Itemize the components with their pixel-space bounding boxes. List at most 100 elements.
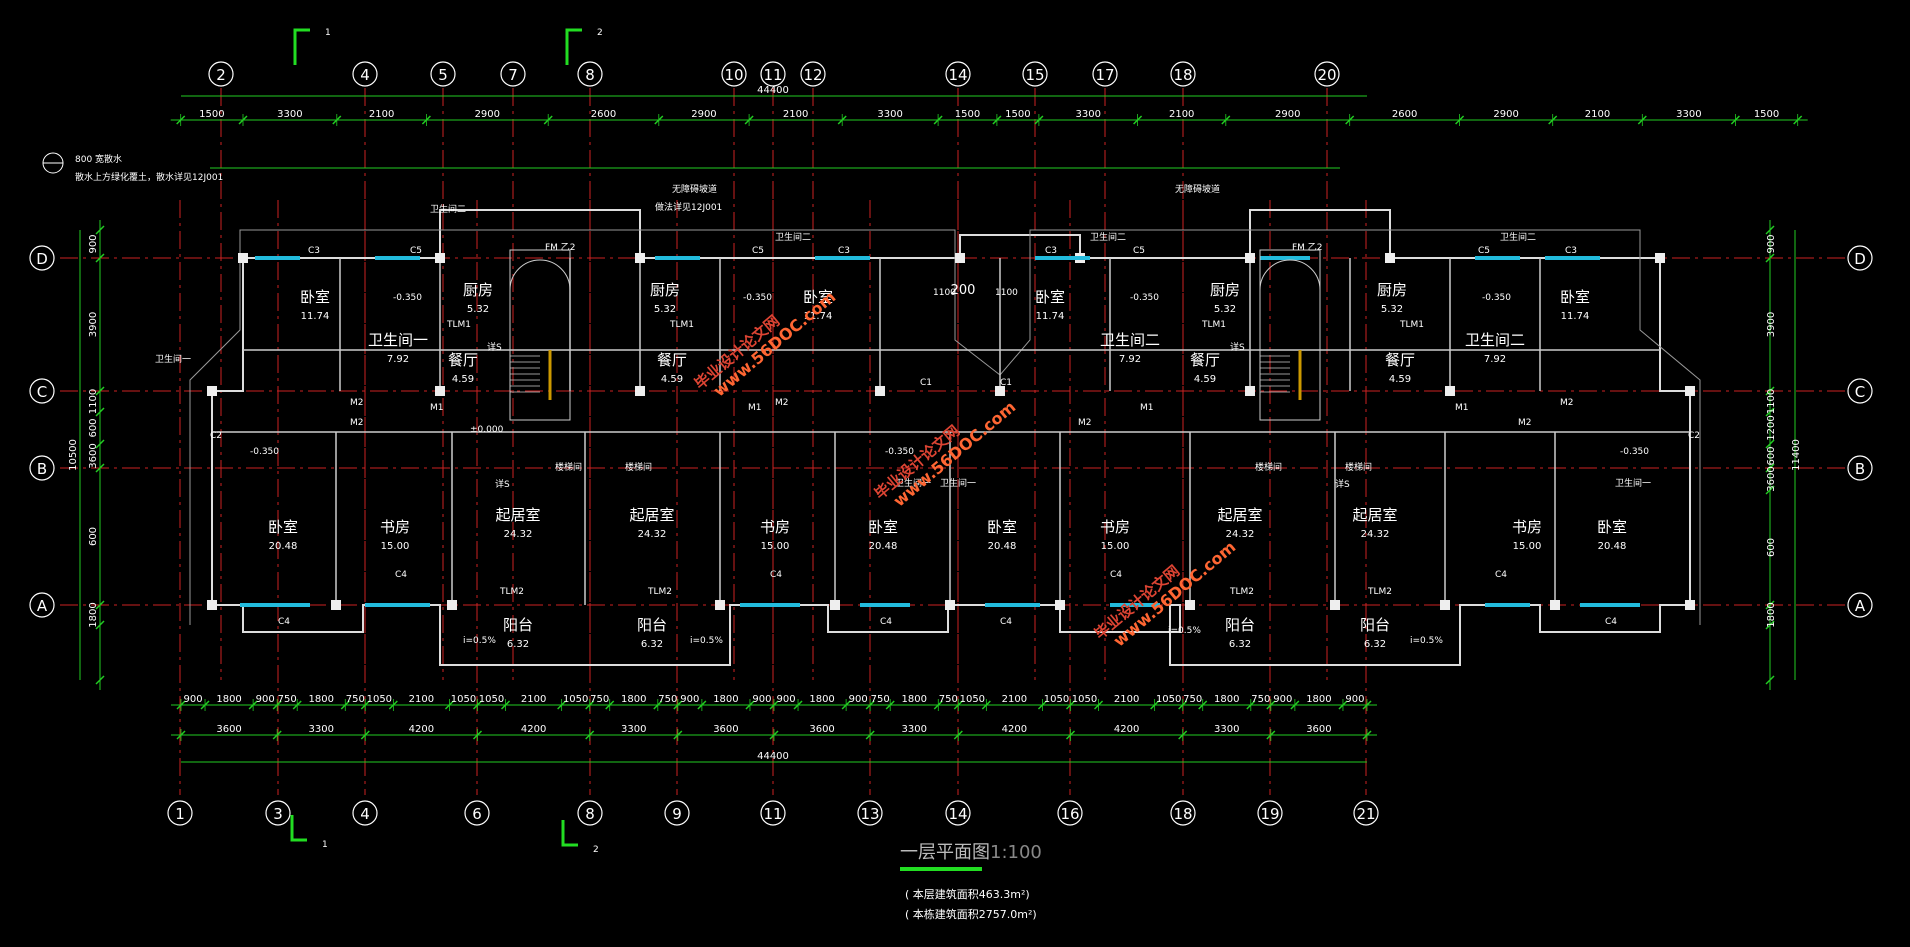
- window-label: C3: [1565, 246, 1577, 256]
- title-block: 一层平面图1:100 ( 本层建筑面积463.3m²) ( 本栋建筑面积2757…: [900, 838, 1160, 938]
- window-label: C4: [1605, 617, 1617, 627]
- bottom-dimension-text: 750: [590, 694, 609, 705]
- column: [1440, 600, 1450, 610]
- stair-label: 楼梯间: [625, 461, 652, 473]
- bottom-dimension-text: 900: [776, 694, 795, 705]
- room-name: 卧室: [803, 288, 833, 306]
- axis-bubble: [945, 800, 971, 826]
- axis-bubble: [577, 800, 603, 826]
- left-dimension-text: 900: [88, 234, 99, 253]
- column: [1055, 600, 1065, 610]
- column: [207, 386, 217, 396]
- column: [1245, 386, 1255, 396]
- column: [1385, 253, 1395, 263]
- section-mark: [565, 28, 582, 65]
- top-dimension-text: 2100: [1169, 109, 1194, 120]
- wc-label: 卫生间二: [1090, 231, 1126, 243]
- room-area: 11.74: [301, 311, 330, 322]
- bottom-dimension-text: 750: [658, 694, 677, 705]
- right-dimension-text: 3600: [1766, 466, 1777, 491]
- stair-arch: [509, 259, 571, 291]
- reference-label: 详S: [1230, 341, 1245, 353]
- axis-label-bottom: 19: [1260, 805, 1279, 823]
- wc-label: 卫生间二: [775, 231, 811, 243]
- room-area: 7.92: [387, 354, 409, 365]
- room-area: 7.92: [1484, 354, 1506, 365]
- door-label: TLM1: [1201, 320, 1226, 330]
- bottom-dimension-text: 1800: [902, 694, 927, 705]
- ramp-reference: 做法详见12J001: [655, 201, 722, 213]
- left-dimension-tick: [95, 675, 105, 685]
- section-mark: [293, 28, 310, 65]
- room-name: 卧室: [868, 518, 898, 536]
- bottom-dimension-text: 2100: [1114, 694, 1139, 705]
- section-mark-label: 1: [322, 840, 328, 850]
- top-dimension-text: 1500: [1005, 109, 1030, 120]
- axis-label-top: 17: [1095, 66, 1114, 84]
- room-area: 15.00: [381, 541, 410, 552]
- bottom-dimension-text: 1050: [479, 694, 504, 705]
- right-dimension-tick: [1765, 620, 1775, 630]
- floor-area-note: ( 本层建筑面积463.3m²): [905, 888, 1030, 901]
- axis-label-top: 18: [1173, 66, 1192, 84]
- column: [331, 600, 341, 610]
- bottom-dimension-text: 900: [752, 694, 771, 705]
- axis-label-left: B: [37, 460, 47, 478]
- left-dimension-text: 3600: [88, 443, 99, 468]
- room-labels: 卧室11.74卫生间一7.92厨房5.32餐厅4.59卧室20.48书房15.0…: [268, 281, 1627, 650]
- room-name: 卧室: [268, 518, 298, 536]
- window-label: C4: [395, 570, 407, 580]
- elevation-label: -0.350: [250, 447, 279, 457]
- left-dimension-tick: [95, 620, 105, 630]
- axis-bubble: [1170, 800, 1196, 826]
- left-dimension-tick: [95, 386, 105, 396]
- top-overall-text: 44400: [757, 85, 789, 96]
- axis-label-top: 12: [803, 66, 822, 84]
- right-dimension-tick: [1765, 253, 1775, 263]
- axis-label-bottom: 3: [273, 805, 283, 823]
- watermark-url: www.56DOC.com: [710, 287, 840, 400]
- bottom-dimension-2-text: 3600: [809, 724, 834, 735]
- door-label: TLM1: [669, 320, 694, 330]
- axis-label-bottom: 1: [175, 805, 185, 823]
- door-label: TLM1: [446, 320, 471, 330]
- top-dimension-text: 2900: [1275, 109, 1300, 120]
- bottom-dimension-text: 750: [871, 694, 890, 705]
- axis-bubble: [430, 61, 456, 87]
- axis-label-top: 11: [763, 66, 782, 84]
- top-dimension-text: 1500: [199, 109, 224, 120]
- room-area: 6.32: [507, 639, 529, 650]
- axis-label-top: 14: [948, 66, 967, 84]
- axis-bubble: [721, 61, 747, 87]
- axis-label-right: A: [1855, 597, 1866, 615]
- top-dimension-text: 2600: [1392, 109, 1417, 120]
- left-dimension-text: 3900: [88, 312, 99, 337]
- bottom-dimension-text: 1800: [809, 694, 834, 705]
- room-area: 20.48: [869, 541, 898, 552]
- axis-label-top: 4: [360, 66, 370, 84]
- room-name: 餐厅: [657, 351, 687, 369]
- room-area: 6.32: [1229, 639, 1251, 650]
- axis-label-bottom: 4: [360, 805, 370, 823]
- axis-label-bottom: 18: [1173, 805, 1192, 823]
- window-label: C4: [1495, 570, 1507, 580]
- axis-bubble: [1092, 61, 1118, 87]
- column: [830, 600, 840, 610]
- room-area: 11.74: [1036, 311, 1065, 322]
- note-text: 散水上方绿化覆土，散水详见12J001: [75, 171, 223, 183]
- room-name: 卧室: [987, 518, 1017, 536]
- bottom-overall-text: 44400: [757, 751, 789, 762]
- room-name: 卧室: [1560, 288, 1590, 306]
- dim-label: 200: [951, 283, 976, 298]
- room-area: 5.32: [1381, 304, 1403, 315]
- room-area: 5.32: [654, 304, 676, 315]
- room-name: 起居室: [629, 506, 674, 524]
- axis-label-left: D: [36, 250, 48, 268]
- window-label: C5: [752, 246, 764, 256]
- top-dimension-text: 3300: [877, 109, 902, 120]
- bottom-dimension-text: 750: [278, 694, 297, 705]
- column: [207, 600, 217, 610]
- bottom-dimension-text: 900: [1273, 694, 1292, 705]
- stair-label: 楼梯间: [1345, 461, 1372, 473]
